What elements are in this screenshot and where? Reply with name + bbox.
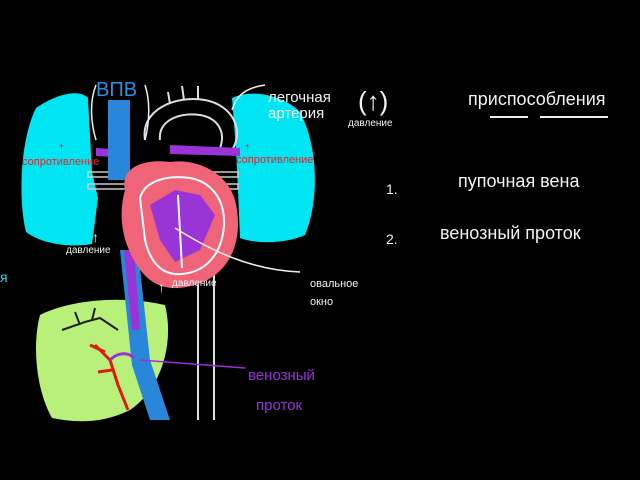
heart-inner [138, 176, 226, 276]
ivc-purple-stripe [124, 250, 140, 330]
resistance-arrow-right: ↑ [244, 139, 251, 155]
edge-fragment-label: я [0, 269, 8, 285]
resistance-label-left: сопротивление [22, 156, 100, 168]
foramen-ovale-label: овальное окно [310, 278, 359, 308]
ductus-venosus-label-2: проток [256, 397, 303, 414]
note-2-number: 2. [386, 231, 398, 247]
pressure-label-top: давление [348, 118, 393, 129]
pointer-foramen [174, 227, 301, 273]
pointer-pulm-artery [231, 84, 266, 111]
pulm-artery-purple-right [170, 145, 240, 156]
notes-heading: приспособления [468, 89, 606, 109]
umbilical-vein [89, 343, 130, 411]
pressure-up-symbol: (↑) [358, 86, 389, 116]
resistance-arrow-left: ↑ [58, 139, 65, 155]
left-lung [21, 93, 99, 246]
pressure-arrow-left: ↑ [92, 229, 99, 245]
aorta-branch-1 [167, 85, 199, 105]
pulmonary-artery-label: легочная артерия [268, 89, 331, 122]
superior-vena-cava [108, 100, 130, 180]
note-1-text: пупочная вена [458, 171, 580, 191]
resistance-label-right: сопротивление [236, 154, 314, 166]
liver-vein-dark [61, 307, 119, 331]
ductus-venosus-label-1: венозный [248, 367, 315, 384]
ductus-venosus-curve [108, 352, 136, 362]
heart-chamber-purple [150, 190, 215, 262]
aorta-arch [143, 98, 238, 151]
pressure-label-center: давление [172, 278, 217, 289]
pointer-ductus [139, 359, 246, 369]
note-2-text: венозный проток [440, 223, 581, 243]
svc-arrow-left [90, 84, 97, 141]
pressure-label-left: давление [66, 245, 111, 256]
svc-label: ВПВ [96, 79, 138, 101]
right-lung [232, 93, 315, 243]
aorta-arch-inner [158, 113, 223, 149]
note-1-number: 1. [386, 181, 398, 197]
pressure-arrow-center: ↑ [158, 279, 165, 295]
svc-arrow-right [144, 84, 150, 141]
